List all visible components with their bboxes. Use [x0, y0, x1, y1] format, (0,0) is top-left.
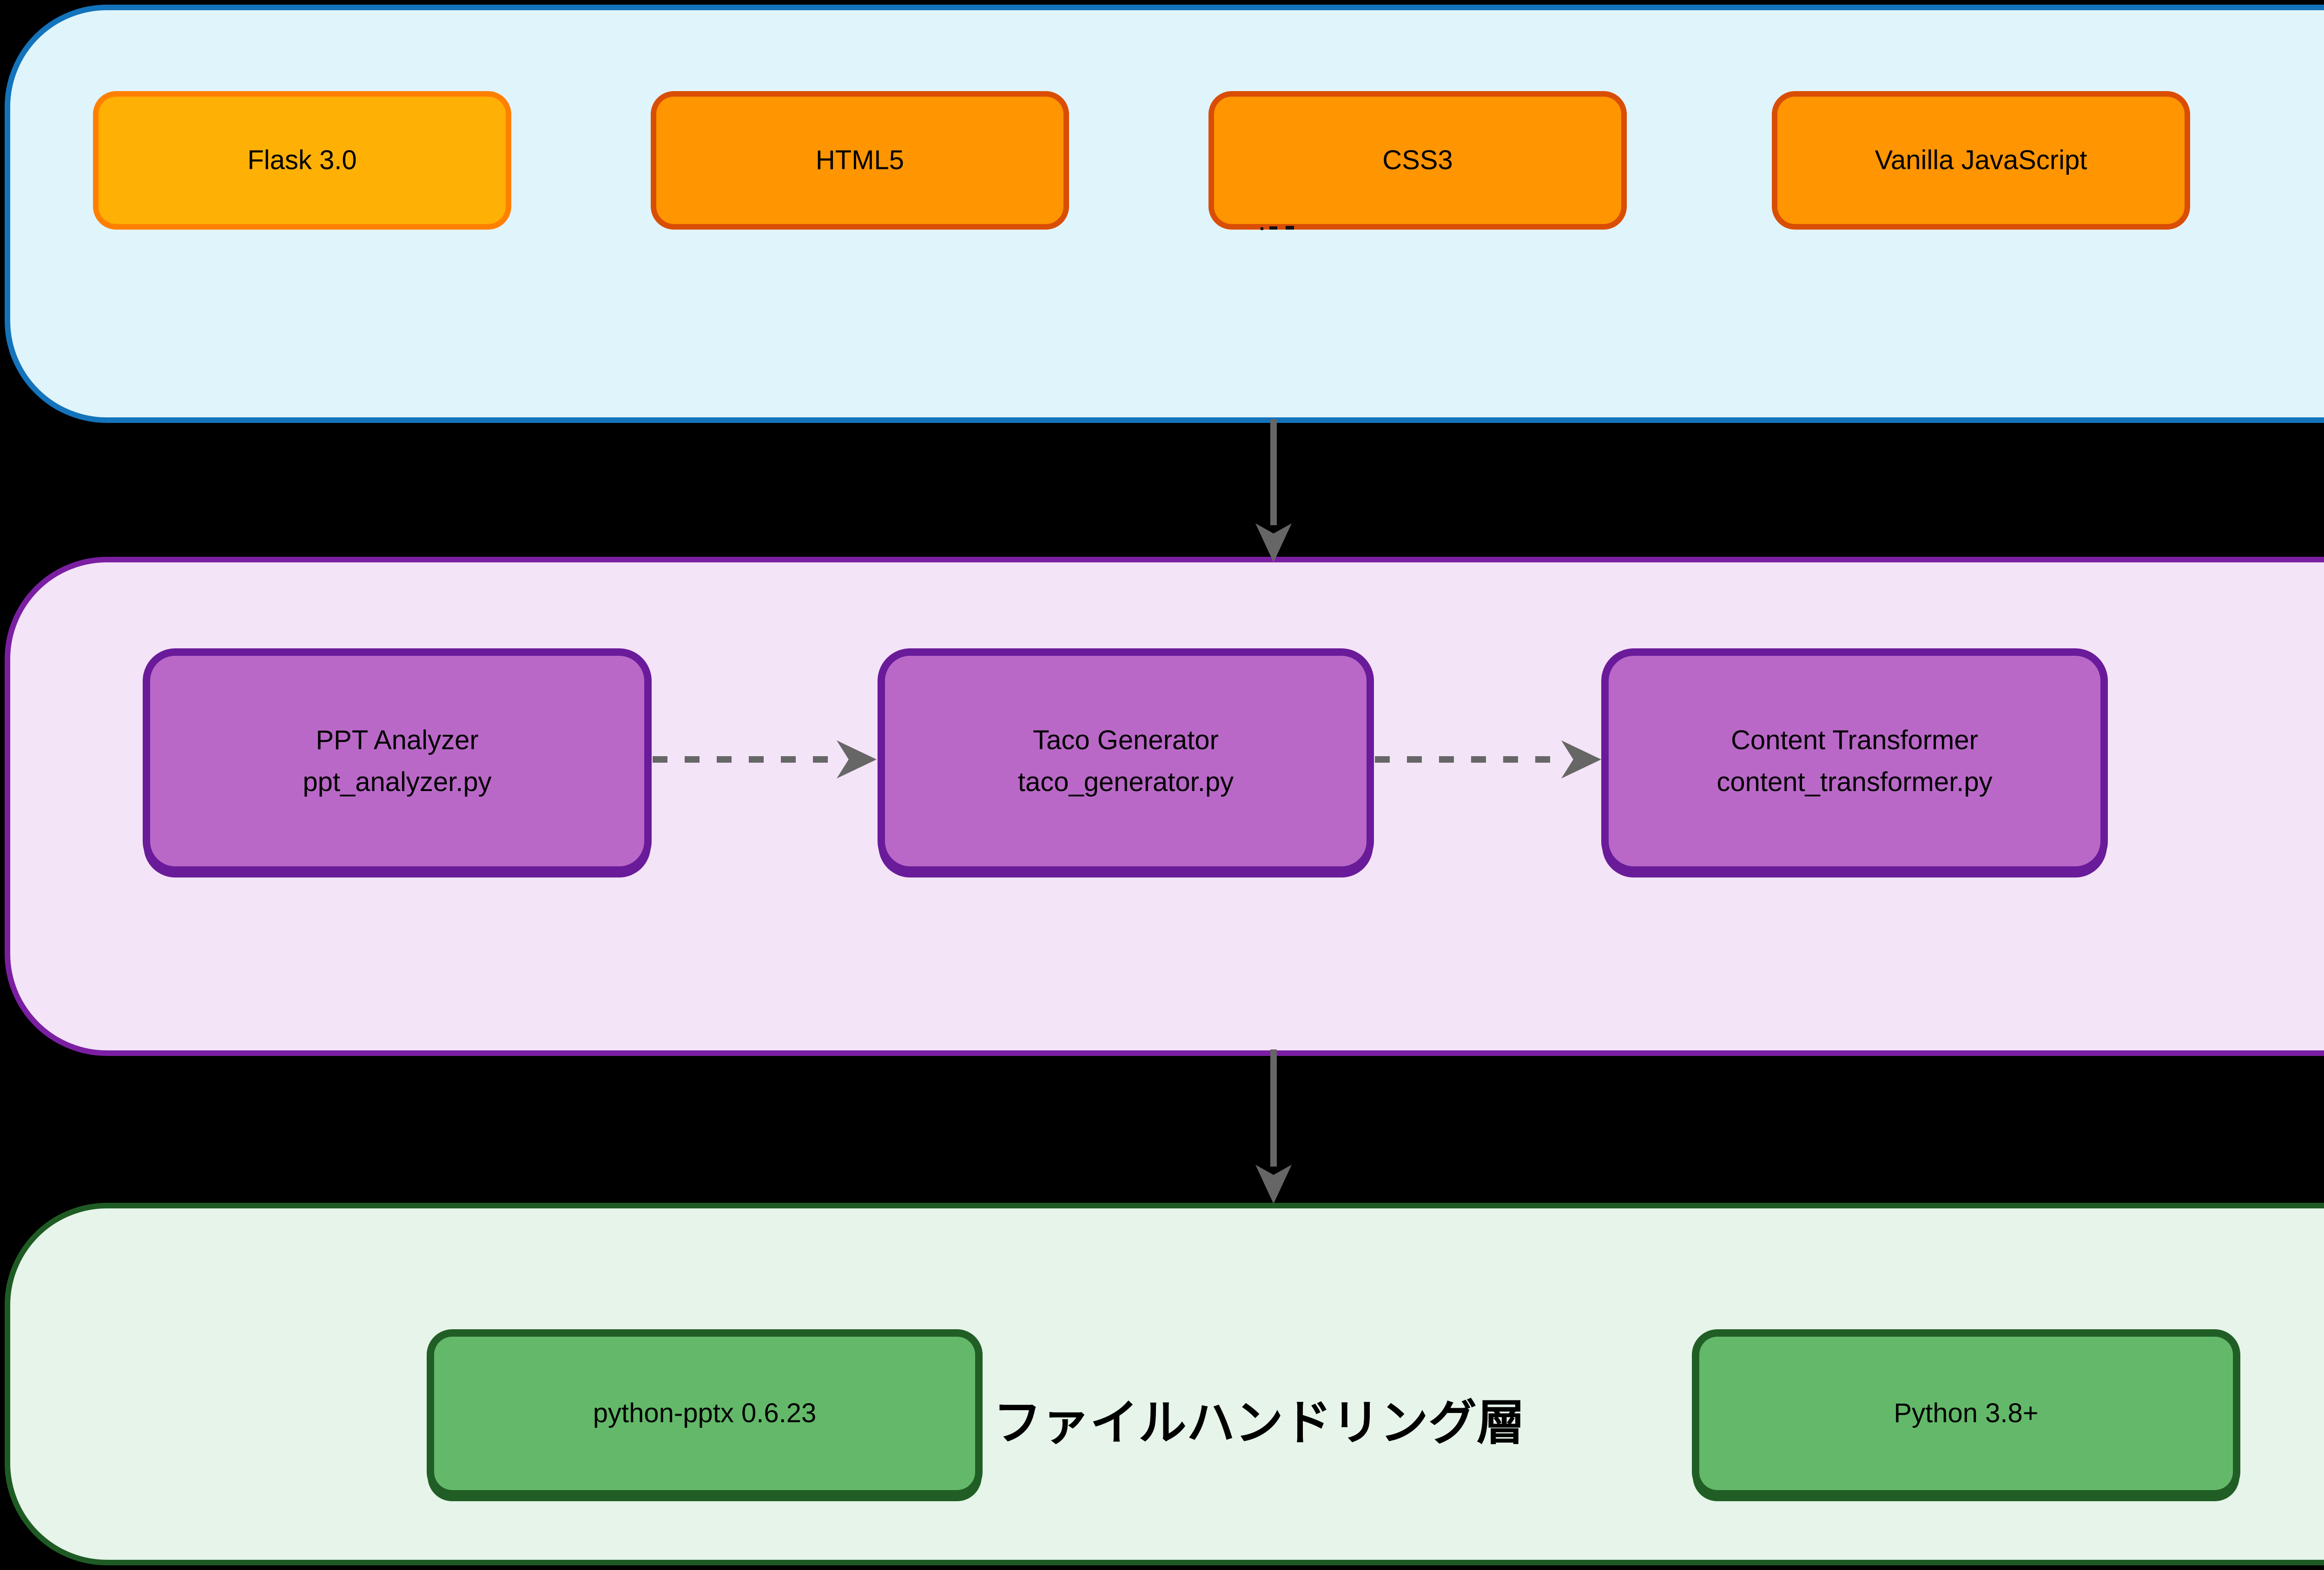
dashed-arrow-generator-to-transformer-line [1375, 756, 1561, 763]
node-ppt-analyzer-name: PPT Analyzer [316, 725, 479, 755]
clipped-label-fragment [1261, 227, 1263, 230]
arrow-logic-to-file-line [1270, 1049, 1277, 1167]
node-python-label: Python 3.8+ [1894, 1398, 2039, 1428]
node-css3-label: CSS3 [1382, 145, 1453, 175]
node-python-pptx: python-pptx 0.6.23 [427, 1329, 983, 1497]
arrow-logic-to-file-arrowhead [1255, 1165, 1292, 1204]
node-taco-generator: Taco Generator taco_generator.py [878, 648, 1374, 874]
node-flask-label: Flask 3.0 [247, 145, 357, 175]
node-flask: Flask 3.0 [93, 91, 511, 230]
dashed-arrow-analyzer-to-generator-line [653, 756, 838, 763]
node-content-transformer-name: Content Transformer [1731, 725, 1978, 755]
node-taco-generator-file: taco_generator.py [1017, 766, 1234, 797]
clipped-label-fragment [1269, 226, 1277, 230]
node-vanilla-javascript: Vanilla JavaScript [1772, 91, 2190, 230]
node-content-transformer: Content Transformer content_transformer.… [1601, 648, 2108, 874]
node-taco-generator-name: Taco Generator [1033, 725, 1219, 755]
arrow-frontend-to-logic-line [1270, 419, 1277, 525]
node-content-transformer-file: content_transformer.py [1717, 766, 1993, 797]
file-handling-layer-label: ファイルハンドリング層 [993, 1396, 1525, 1450]
node-python: Python 3.8+ [1692, 1329, 2240, 1497]
node-css3: CSS3 [1208, 91, 1627, 230]
node-ppt-analyzer: PPT Analyzer ppt_analyzer.py [143, 648, 652, 874]
node-python-pptx-label: python-pptx 0.6.23 [593, 1398, 817, 1428]
node-vanilla-javascript-label: Vanilla JavaScript [1875, 145, 2087, 175]
node-html5: HTML5 [651, 91, 1069, 230]
clipped-label-fragment [1286, 226, 1294, 230]
node-ppt-analyzer-file: ppt_analyzer.py [303, 766, 492, 797]
node-html5-label: HTML5 [815, 145, 905, 175]
